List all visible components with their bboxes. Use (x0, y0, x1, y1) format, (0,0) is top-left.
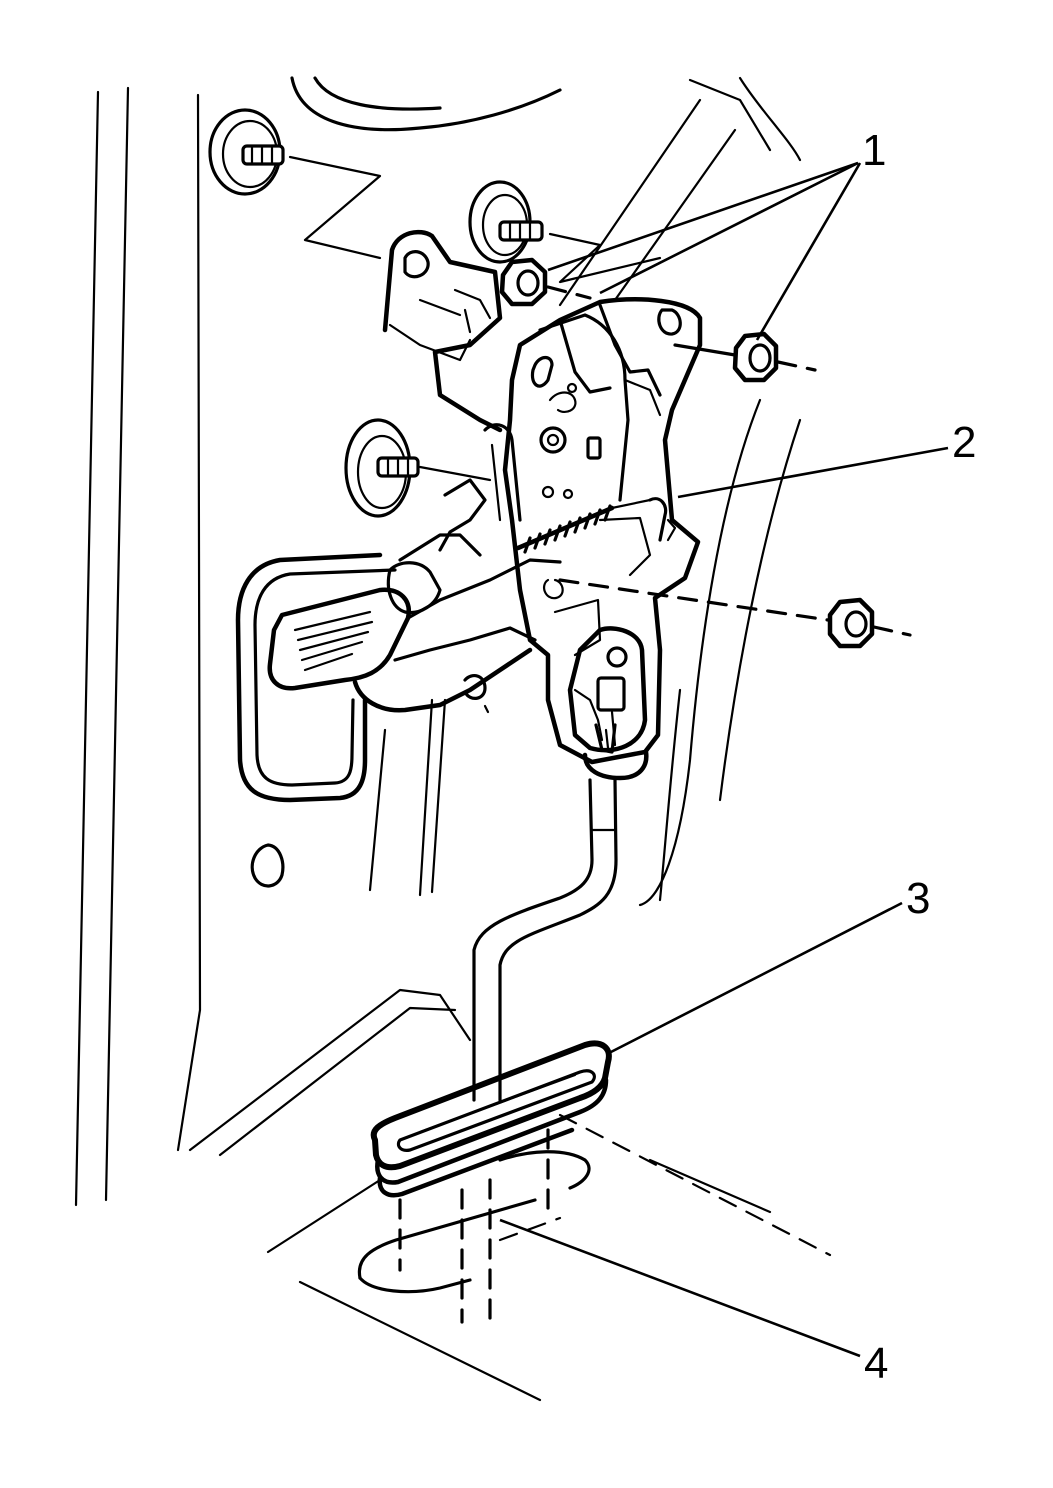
release-handle (267, 423, 652, 714)
callout-label-4: 4 (864, 1339, 888, 1388)
callout-label-1: 1 (862, 126, 886, 175)
callout-label-2: 2 (952, 418, 976, 467)
door-frame (74, 76, 802, 1207)
nut-upper (499, 257, 592, 307)
grommet (370, 1040, 612, 1198)
callout-labels: 1 2 3 4 (862, 126, 976, 1388)
door-cutout (235, 552, 447, 897)
stud-upper-left (208, 108, 382, 260)
nut-right-upper (673, 331, 817, 383)
latch-body (502, 297, 703, 781)
latch-bracket (382, 229, 503, 433)
floor-sill (188, 988, 832, 1402)
stud-upper-middle (468, 180, 662, 284)
callout-label-3: 3 (906, 874, 930, 923)
cable (472, 778, 618, 1102)
stud-middle-left (344, 418, 492, 518)
floor-hole (357, 1128, 591, 1324)
leader-lines (499, 161, 949, 1358)
nut-right-lower (558, 578, 912, 649)
